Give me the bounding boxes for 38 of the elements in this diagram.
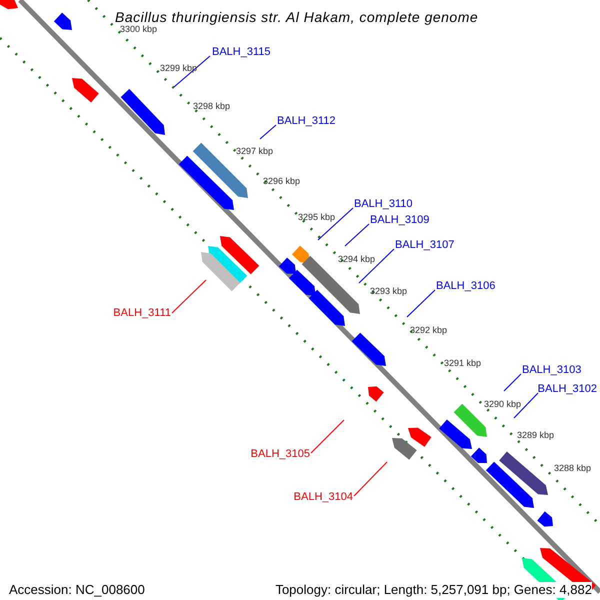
tick-label: 3296 kbp: [263, 175, 300, 187]
tick-label: 3291 kbp: [444, 357, 482, 369]
tick-label: 3299 kbp: [160, 62, 198, 74]
gene-label: BALH_3103: [522, 364, 582, 376]
tick-label: 3298 kbp: [193, 100, 230, 112]
leader-line: [504, 374, 522, 392]
leader-line: [514, 392, 538, 418]
tick-label: 3289 kbp: [517, 429, 554, 441]
leader-line: [172, 280, 206, 314]
gene-label: BALH_3102: [538, 383, 597, 395]
gene-label: BALH_3105: [250, 448, 310, 460]
tick-label: 3300 kbp: [120, 23, 158, 35]
gene-label: BALH_3109: [370, 214, 430, 226]
leader-line: [174, 56, 210, 88]
gene-label: BALH_3106: [436, 280, 496, 292]
accession-text: Accession: NC_008600: [9, 582, 145, 598]
leader-line: [406, 290, 436, 318]
gene-label: BALH_3104: [294, 491, 353, 503]
genome-summary: Topology: circular; Length: 5,257,091 bp; Genes: 4,882: [275, 582, 592, 598]
leader-line: [358, 248, 394, 284]
tick-label: 3290 kbp: [484, 398, 522, 410]
tick-label: 3297 kbp: [236, 145, 274, 157]
gene-label: BALH_3110: [354, 198, 413, 210]
leader-line: [310, 420, 344, 454]
leader-line: [344, 224, 370, 246]
gene-label: BALH_3115: [212, 46, 271, 58]
gene-label: BALH_3111: [113, 307, 171, 319]
leader-line: [354, 462, 388, 496]
gene-label: BALH_3112: [277, 115, 336, 127]
leader-line: [260, 124, 276, 140]
map-title: Bacillus thuringiensis str. Al Hakam, complete genome: [115, 9, 478, 26]
leader-line: [318, 208, 354, 240]
gene-label: BALH_3107: [395, 239, 454, 251]
tick-label: 3293 kbp: [370, 285, 408, 297]
tick-label: 3294 kbp: [338, 253, 376, 265]
tick-label: 3295 kbp: [298, 211, 336, 223]
tick-label: 3288 kbp: [554, 462, 592, 474]
tick-label: 3292 kbp: [410, 324, 448, 336]
